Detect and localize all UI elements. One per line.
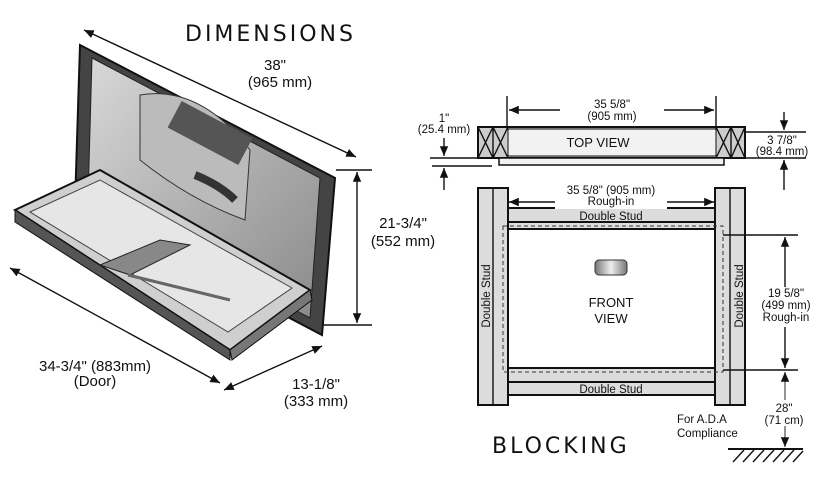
ada-note-1: For A.D.A [677,414,727,426]
width-in: 38" [264,57,286,74]
stud-label-right: Double Stud [734,264,746,327]
dimensions-title: DIMENSIONS [185,22,356,47]
offset-mm: (25.4 mm) [418,124,471,136]
floor-height-cm: (71 cm) [765,415,804,427]
door-label: (Door) [74,373,117,390]
top-width-in: 35 5/8" [594,99,630,111]
top-view: TOP VIEW [477,126,746,166]
height-in: 21-3/4" [379,215,427,232]
depth-mm-top: (98.4 mm) [756,146,809,158]
depth-mm: (333 mm) [284,393,348,410]
front-width: 35 5/8" (905 mm) [567,185,656,197]
front-view-label-2: VIEW [594,311,628,326]
width-mm: (965 mm) [248,74,312,91]
depth-in: 13-1/8" [292,376,340,393]
depth-in-top: 3 7/8" [767,135,797,147]
blocking-title: BLOCKING [492,434,630,459]
stud-label-left: Double Stud [481,264,493,327]
front-width-note: Rough-in [588,196,635,208]
changing-station-illustration [12,43,337,361]
door-width: 34-3/4" (883mm) [39,358,151,375]
front-height-mm: (499 mm) [761,300,810,312]
floor-height-in: 28" [776,403,793,415]
height-mm: (552 mm) [371,233,435,250]
front-height-note: Rough-in [763,312,810,324]
stud-label-bottom: Double Stud [579,384,642,396]
front-view-label-1: FRONT [589,295,634,310]
front-height-in: 19 5/8" [768,288,804,300]
front-view: FRONT VIEW Double Stud Double Stud Doubl… [477,187,746,406]
stud-label-top: Double Stud [579,211,642,223]
floor-hatch [728,448,804,463]
top-width-mm: (905 mm) [587,111,636,123]
offset-in: 1" [439,113,449,125]
ada-note-2: Compliance [677,428,738,440]
top-view-label: TOP VIEW [566,135,630,150]
